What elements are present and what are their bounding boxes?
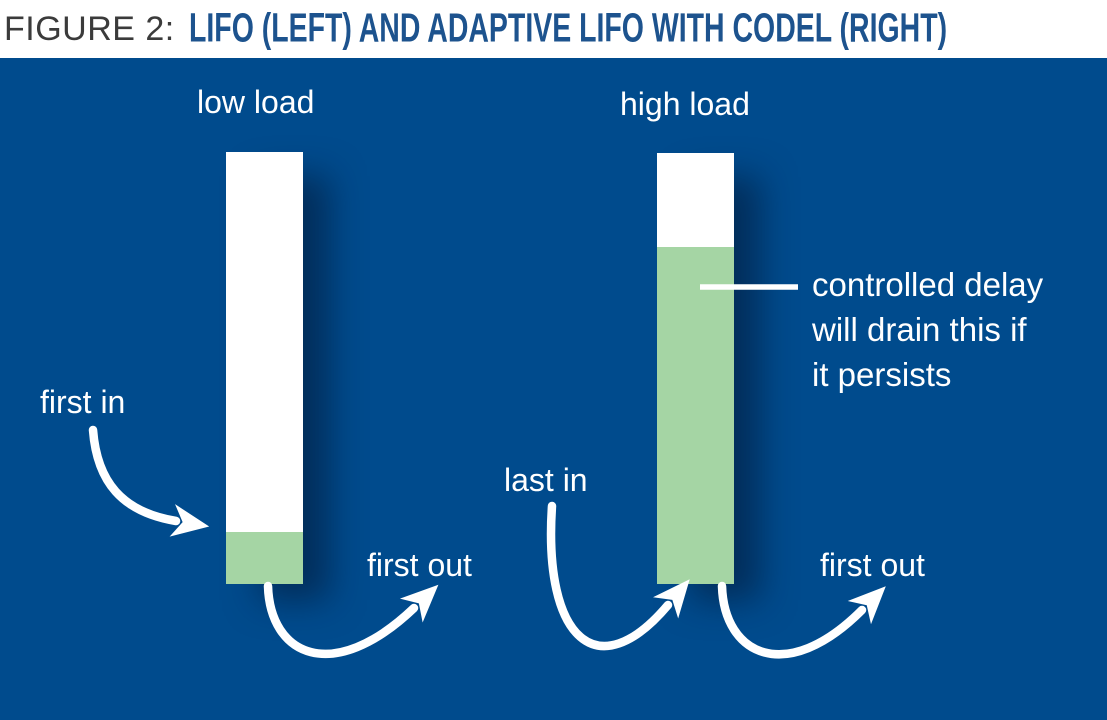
right-queue-bar <box>657 153 734 584</box>
first-out-left-label: first out <box>367 547 472 583</box>
left-queue-bar <box>226 152 303 584</box>
left-queue-fill <box>226 532 303 584</box>
figure-title: LIFO (LEFT) AND ADAPTIVE LIFO WITH CODEL… <box>188 6 947 51</box>
figure-title-bar: FIGURE 2: LIFO (LEFT) AND ADAPTIVE LIFO … <box>0 0 1107 58</box>
controlled-delay-callout: controlled delay will drain this if it p… <box>812 266 1044 393</box>
first-in-label: first in <box>40 384 126 420</box>
low-load-label: low load <box>197 84 315 120</box>
last-in-label: last in <box>504 462 588 498</box>
figure-label: FIGURE 2: <box>4 9 175 48</box>
first-out-right-label: first out <box>820 547 925 583</box>
high-load-label: high load <box>620 86 750 122</box>
right-queue-fill <box>657 247 734 584</box>
